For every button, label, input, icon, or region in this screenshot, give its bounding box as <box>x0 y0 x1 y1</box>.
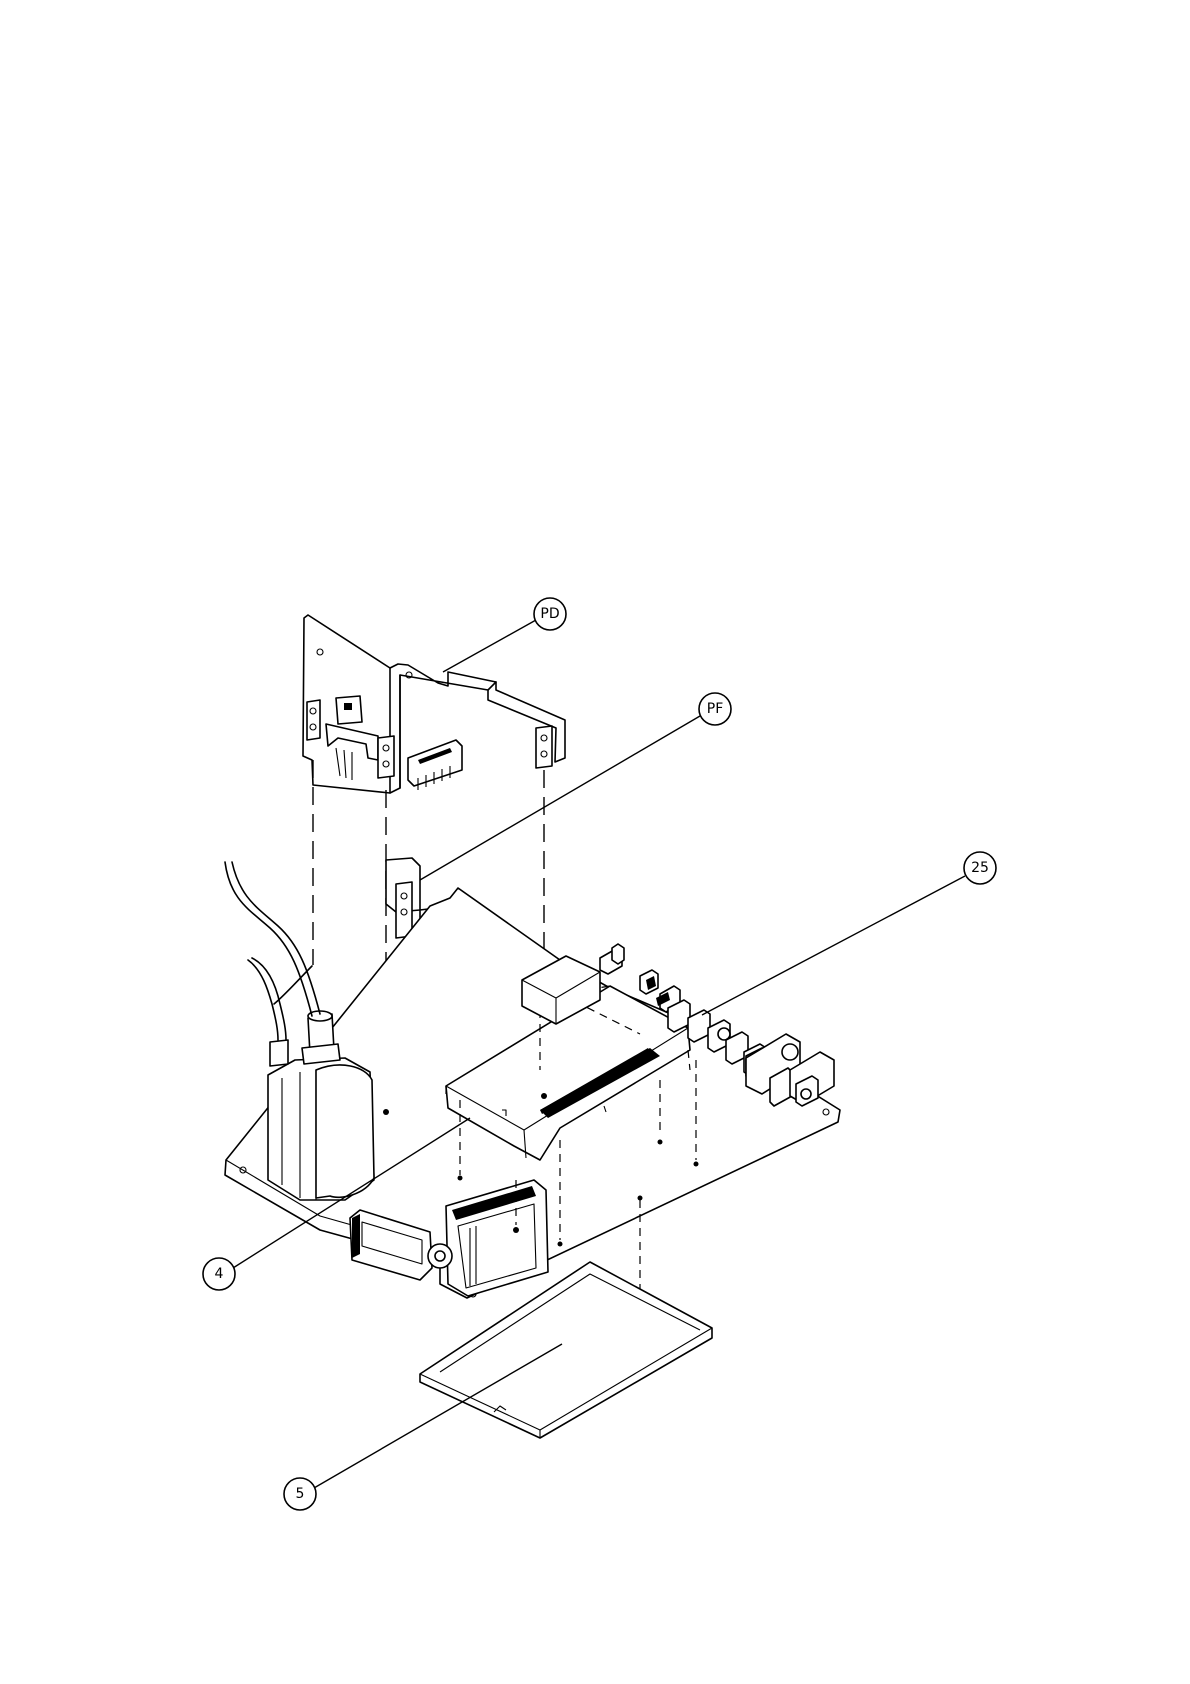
callout-pd-label: PD <box>540 606 559 622</box>
callout-25-label: 25 <box>971 860 989 876</box>
callout-5-label: 5 <box>296 1486 305 1502</box>
callout-4-label: 4 <box>215 1266 224 1282</box>
bracket-pd <box>303 615 565 793</box>
callout-pf: PF <box>420 693 731 880</box>
callout-pf-label: PF <box>707 701 724 717</box>
callout-25: 25 <box>702 852 996 1015</box>
callout-pd: PD <box>443 598 566 672</box>
